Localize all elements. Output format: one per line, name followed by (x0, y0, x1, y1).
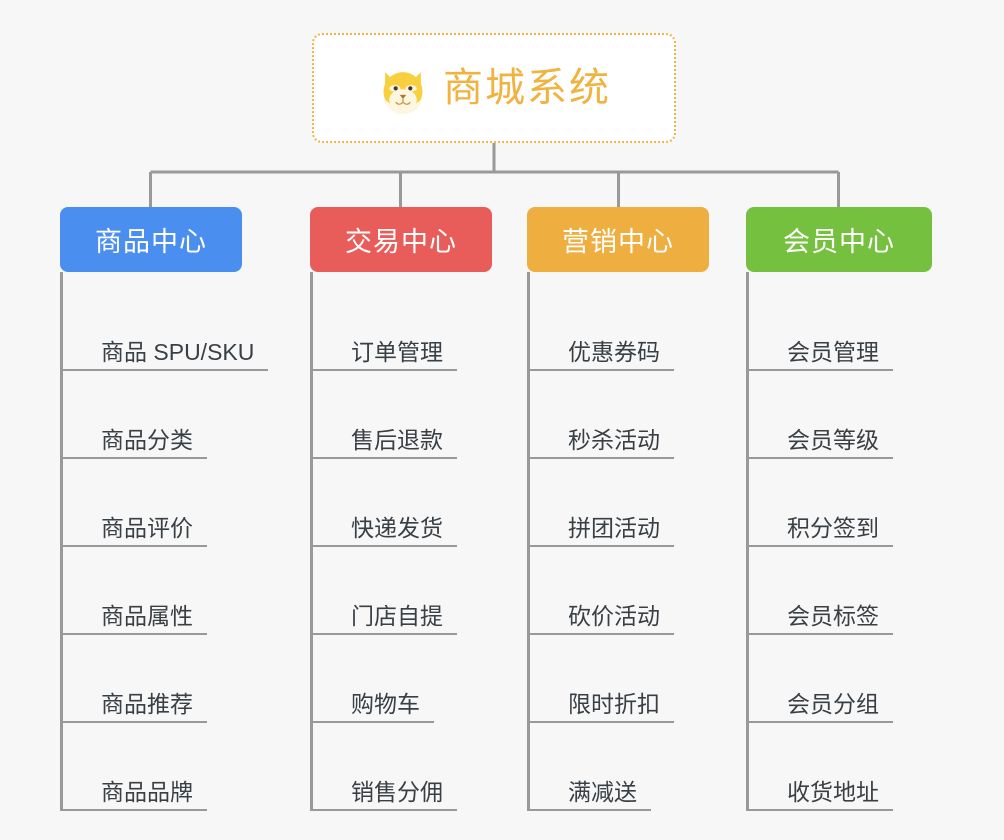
category-label: 会员中心 (783, 227, 895, 257)
column-product-center: 商品中心 商品 SPU/SKU 商品分类 商品评价 商品属性 商品推荐 (60, 207, 269, 811)
category-label: 营销中心 (562, 227, 674, 257)
leaf-label: 购物车 (325, 691, 434, 723)
list-item[interactable]: 会员管理 (749, 283, 932, 371)
list-item[interactable]: 商品分类 (63, 371, 242, 459)
list-item[interactable]: 商品属性 (63, 547, 242, 635)
leaf-label: 砍价活动 (542, 603, 674, 635)
leaf-label: 满减送 (542, 779, 651, 811)
list-item[interactable]: 商品品牌 (63, 723, 242, 811)
root-title: 商城系统 (443, 66, 611, 110)
leaf-label: 会员标签 (761, 603, 893, 635)
list-item[interactable]: 商品推荐 (63, 635, 242, 723)
list-item[interactable]: 优惠券码 (530, 283, 709, 371)
list-item[interactable]: 收货地址 (749, 723, 932, 811)
column-marketing-center: 营销中心 优惠券码 秒杀活动 拼团活动 砍价活动 限时折扣 (527, 207, 709, 811)
leaf-label: 商品 SPU/SKU (75, 339, 269, 371)
leaf-list-product-center: 商品 SPU/SKU 商品分类 商品评价 商品属性 商品推荐 商品品牌 (60, 272, 269, 811)
category-label: 商品中心 (95, 227, 207, 257)
list-item[interactable]: 门店自提 (313, 547, 492, 635)
leaf-label: 商品属性 (75, 603, 207, 635)
leaf-label: 商品推荐 (75, 691, 207, 723)
leaf-label: 商品评价 (75, 515, 207, 547)
leaf-label: 秒杀活动 (542, 427, 674, 459)
list-item[interactable]: 秒杀活动 (530, 371, 709, 459)
category-box-member-center[interactable]: 会员中心 (746, 207, 932, 272)
column-member-center: 会员中心 会员管理 会员等级 积分签到 会员标签 会员分组 (746, 207, 932, 811)
list-item[interactable]: 销售分佣 (313, 723, 492, 811)
category-box-product-center[interactable]: 商品中心 (60, 207, 242, 272)
list-item[interactable]: 砍价活动 (530, 547, 709, 635)
leaf-label: 销售分佣 (325, 779, 457, 811)
list-item[interactable]: 售后退款 (313, 371, 492, 459)
list-item[interactable]: 会员等级 (749, 371, 932, 459)
list-item[interactable]: 限时折扣 (530, 635, 709, 723)
list-item[interactable]: 会员分组 (749, 635, 932, 723)
list-item[interactable]: 会员标签 (749, 547, 932, 635)
leaf-label: 会员管理 (761, 339, 893, 371)
leaf-label: 快递发货 (325, 515, 457, 547)
leaf-label: 限时折扣 (542, 691, 674, 723)
leaf-label: 商品品牌 (75, 779, 207, 811)
leaf-label: 售后退款 (325, 427, 457, 459)
leaf-label: 会员分组 (761, 691, 893, 723)
leaf-list-marketing-center: 优惠券码 秒杀活动 拼团活动 砍价活动 限时折扣 满减送 (527, 272, 709, 811)
list-item[interactable]: 商品 SPU/SKU (63, 283, 269, 371)
leaf-label: 会员等级 (761, 427, 893, 459)
shiba-dog-face-icon (383, 72, 423, 115)
leaf-label: 优惠券码 (542, 339, 674, 371)
list-item[interactable]: 满减送 (530, 723, 709, 811)
leaf-label: 门店自提 (325, 603, 457, 635)
leaf-list-member-center: 会员管理 会员等级 积分签到 会员标签 会员分组 收货地址 (746, 272, 932, 811)
list-item[interactable]: 购物车 (313, 635, 492, 723)
leaf-label: 积分签到 (761, 515, 893, 547)
leaf-label: 订单管理 (325, 339, 457, 371)
leaf-list-trade-center: 订单管理 售后退款 快递发货 门店自提 购物车 销售分佣 (310, 272, 492, 811)
list-item[interactable]: 商品评价 (63, 459, 242, 547)
leaf-label: 拼团活动 (542, 515, 674, 547)
category-label: 交易中心 (345, 227, 457, 257)
column-trade-center: 交易中心 订单管理 售后退款 快递发货 门店自提 购物车 (310, 207, 492, 811)
leaf-label: 商品分类 (75, 427, 207, 459)
list-item[interactable]: 拼团活动 (530, 459, 709, 547)
list-item[interactable]: 积分签到 (749, 459, 932, 547)
category-box-marketing-center[interactable]: 营销中心 (527, 207, 709, 272)
category-box-trade-center[interactable]: 交易中心 (310, 207, 492, 272)
list-item[interactable]: 订单管理 (313, 283, 492, 371)
root-node[interactable]: 商城系统 (312, 33, 676, 143)
list-item[interactable]: 快递发货 (313, 459, 492, 547)
leaf-label: 收货地址 (761, 779, 893, 811)
